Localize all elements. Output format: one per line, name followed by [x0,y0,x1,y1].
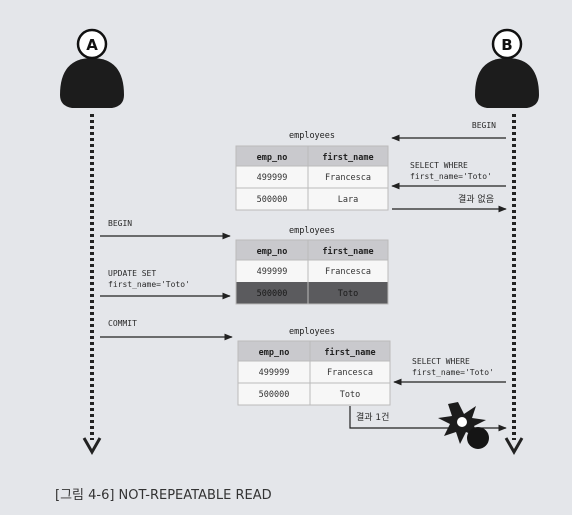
message-b-select-2-line-2: first_name='Toto' [412,368,494,377]
table-2-cell-highlighted: 500000 [257,289,288,299]
table-1-cell: Lara [338,195,358,205]
message-b-select-1-line-2: first_name='Toto' [410,172,492,181]
table-3-cell: Toto [340,390,360,400]
table-3-cell: Francesca [327,368,373,378]
table-3-header-emp-no: emp_no [259,348,290,358]
message-a-update: UPDATE SET first_name='Toto' [100,269,231,300]
lifeline-b-arrowhead [504,437,524,456]
table-3-header-first-name: first_name [324,347,375,358]
table-2-cell-highlighted: Toto [338,289,358,299]
message-a-update-line-2: first_name='Toto' [108,280,190,289]
table-3-title: employees [289,327,335,337]
table-2-cell: Francesca [325,267,371,277]
table-2-title: employees [289,226,335,236]
table-1-cell: 499999 [257,173,288,183]
table-1-header-first-name: first_name [322,152,373,163]
table-3: employees emp_no first_name 499999 Franc… [237,327,391,406]
message-a-begin-label: BEGIN [108,219,132,228]
bomb-icon [467,427,489,449]
table-3-cell: 499999 [259,368,290,378]
message-b-begin-label: BEGIN [472,121,496,130]
message-b-result-2: 결과 1건 [349,406,507,432]
table-3-cell: 500000 [259,390,290,400]
message-b-result-1-label: 결과 없음 [458,194,494,205]
message-b-select-2: SELECT WHERE first_name='Toto' [393,357,506,386]
table-1-title: employees [289,131,335,141]
table-1-cell: Francesca [325,173,371,183]
message-a-begin: BEGIN [100,219,231,240]
table-2: employees emp_no first_name 499999 Franc… [235,226,389,305]
message-b-select-1-line-1: SELECT WHERE [410,161,468,170]
message-b-select-2-line-1: SELECT WHERE [412,357,470,366]
message-a-commit-label: COMMIT [108,319,137,328]
message-b-result-1: 결과 없음 [392,194,507,213]
figure-caption: [그림 4-6] NOT-REPEATABLE READ [55,488,272,503]
message-b-select-1: SELECT WHERE first_name='Toto' [391,161,506,190]
lifeline-a-arrowhead [82,437,102,456]
table-1-cell: 500000 [257,195,288,205]
table-1-header-emp-no: emp_no [257,153,288,163]
table-2-header-emp-no: emp_no [257,247,288,257]
actor-b-label: B [501,36,512,54]
message-b-result-2-label: 결과 1건 [356,412,389,423]
message-a-update-line-1: UPDATE SET [108,269,156,278]
actor-b: B [475,28,539,108]
message-a-commit: COMMIT [100,319,233,341]
actor-a: A [60,28,124,108]
table-2-header-first-name: first_name [322,246,373,257]
actor-a-label: A [86,36,98,54]
message-b-begin: BEGIN [391,121,506,142]
table-2-cell: 499999 [257,267,288,277]
table-1: employees emp_no first_name 499999 Franc… [235,131,389,211]
